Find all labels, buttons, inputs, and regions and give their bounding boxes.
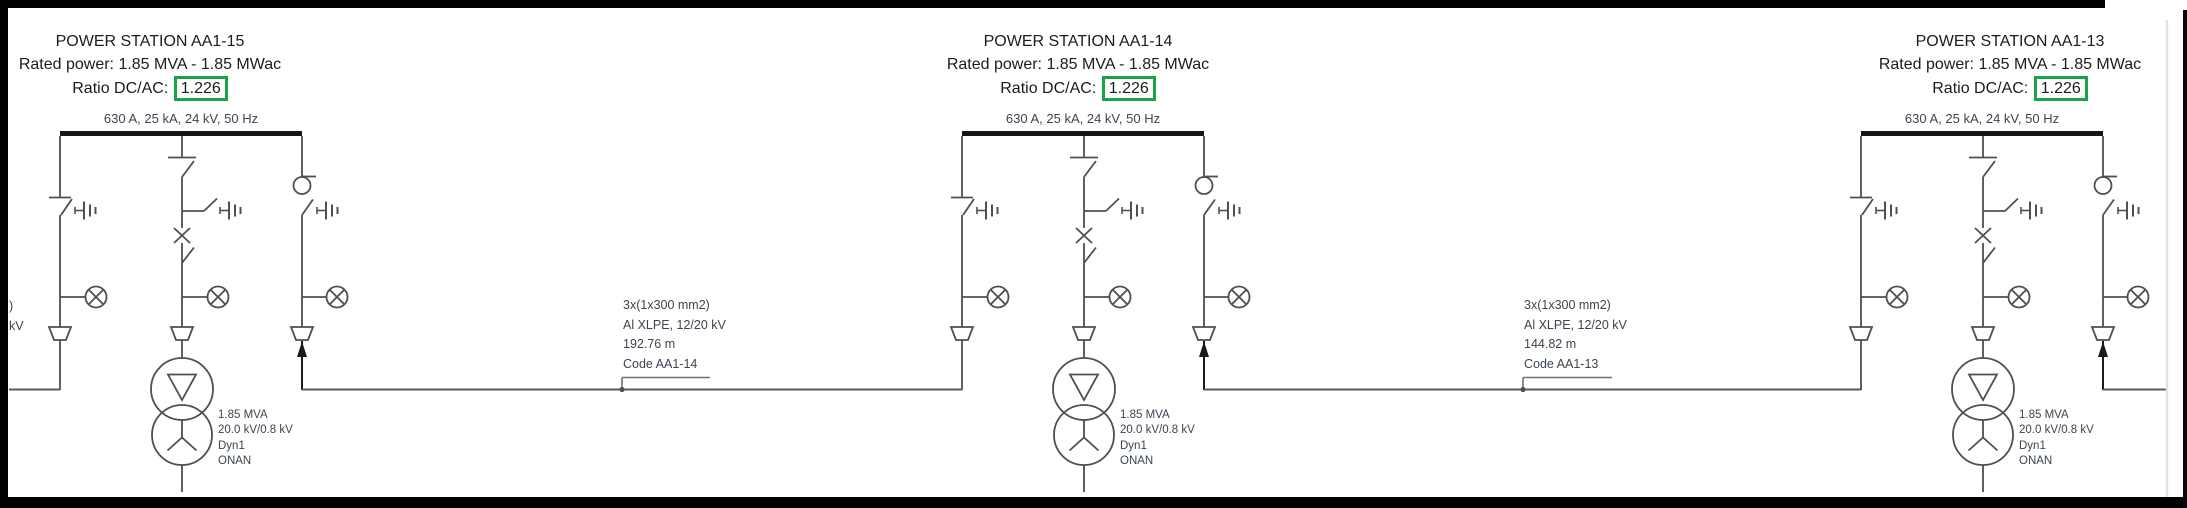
ratio-label: Ratio DC/AC: — [72, 80, 169, 97]
frame-border-left — [0, 0, 8, 508]
station-title: POWER STATION AA1-15 — [55, 33, 245, 50]
clipped-cable-label-fragment: ) kV — [9, 297, 24, 336]
cable-length: 192.76 m — [623, 337, 676, 351]
station-title: POWER STATION AA1-13 — [1915, 33, 2105, 50]
transformer-voltage: 20.0 kV/0.8 kV — [1120, 424, 1195, 437]
cable-label-leaders — [619, 376, 1612, 393]
transformer-spec-label: 1.85 MVA 20.0 kV/0.8 kV Dyn1 ONAN — [1120, 408, 1195, 470]
leader-dot — [619, 386, 625, 393]
leader-dot — [1520, 386, 1526, 393]
ratio-line: Ratio DC/AC: 1.226 — [0, 76, 350, 101]
ratio-value-badge: 1.226 — [2033, 76, 2088, 101]
frame-border-bottom — [0, 497, 2187, 508]
ratio-line: Ratio DC/AC: 1.226 — [878, 76, 1278, 101]
rated-power-label: Rated power: 1.85 MVA - 1.85 MWac — [18, 56, 282, 73]
transformer-cooling: ONAN — [218, 455, 252, 468]
cable-code: Code AA1-14 — [623, 356, 698, 371]
transformer-spec-label: 1.85 MVA 20.0 kV/0.8 kV Dyn1 ONAN — [2019, 408, 2094, 470]
busbar-rating-label: 630 A, 25 kA, 24 kV, 50 Hz — [1005, 111, 1161, 126]
ratio-value-badge: 1.226 — [173, 76, 228, 101]
cable-spec-label-aa1-14: 3x(1x300 mm2) Al XLPE, 12/20 kV 192.76 m… — [623, 296, 726, 374]
transformer-voltage: 20.0 kV/0.8 kV — [2019, 424, 2094, 437]
ratio-line: Ratio DC/AC: 1.226 — [1810, 76, 2187, 101]
transformer-power: 1.85 MVA — [2019, 409, 2069, 421]
cable-type: Al XLPE, 12/20 kV — [1524, 317, 1627, 332]
busbar-rating-label: 630 A, 25 kA, 24 kV, 50 Hz — [1904, 111, 2060, 126]
cable-spec-label-aa1-13: 3x(1x300 mm2) Al XLPE, 12/20 kV 144.82 m… — [1524, 296, 1627, 374]
station-graphic-aa1-13 — [1850, 134, 2149, 493]
station-graphic-aa1-14 — [951, 134, 1250, 493]
ratio-label: Ratio DC/AC: — [1932, 80, 2029, 97]
station-header-aa1-14: POWER STATION AA1-14 Rated power: 1.85 M… — [878, 30, 1278, 101]
transformer-cooling: ONAN — [2019, 455, 2053, 468]
frame-border-right — [2183, 10, 2187, 508]
station-title: POWER STATION AA1-14 — [983, 33, 1173, 50]
station-header-aa1-15: POWER STATION AA1-15 Rated power: 1.85 M… — [0, 30, 350, 101]
cable-size: 3x(1x300 mm2) — [1524, 298, 1611, 312]
fragment-line-1: ) — [9, 299, 14, 313]
busbar-rating-label: 630 A, 25 kA, 24 kV, 50 Hz — [103, 111, 259, 126]
rated-power-label: Rated power: 1.85 MVA - 1.85 MWac — [946, 56, 1210, 73]
transformer-spec-label: 1.85 MVA 20.0 kV/0.8 kV Dyn1 ONAN — [218, 408, 293, 470]
transformer-power: 1.85 MVA — [218, 409, 268, 421]
frame-border-top — [0, 0, 2105, 8]
transformer-voltage: 20.0 kV/0.8 kV — [218, 424, 293, 437]
ratio-label: Ratio DC/AC: — [1000, 80, 1097, 97]
rated-power-label: Rated power: 1.85 MVA - 1.85 MWac — [1878, 56, 2142, 73]
transformer-vector-group: Dyn1 — [218, 439, 245, 452]
ratio-value-badge: 1.226 — [1101, 76, 1156, 101]
station-header-aa1-13: POWER STATION AA1-13 Rated power: 1.85 M… — [1810, 30, 2187, 101]
cable-code: Code AA1-13 — [1524, 356, 1599, 371]
transformer-vector-group: Dyn1 — [1120, 439, 1147, 452]
cable-length: 144.82 m — [1524, 337, 1577, 351]
fragment-line-2: kV — [9, 318, 24, 333]
transformer-vector-group: Dyn1 — [2019, 439, 2046, 452]
station-graphic-aa1-15 — [49, 134, 348, 493]
cable-type: Al XLPE, 12/20 kV — [623, 317, 726, 332]
cable-size: 3x(1x300 mm2) — [623, 298, 710, 312]
transformer-power: 1.85 MVA — [1120, 409, 1170, 421]
transformer-cooling: ONAN — [1120, 455, 1154, 468]
